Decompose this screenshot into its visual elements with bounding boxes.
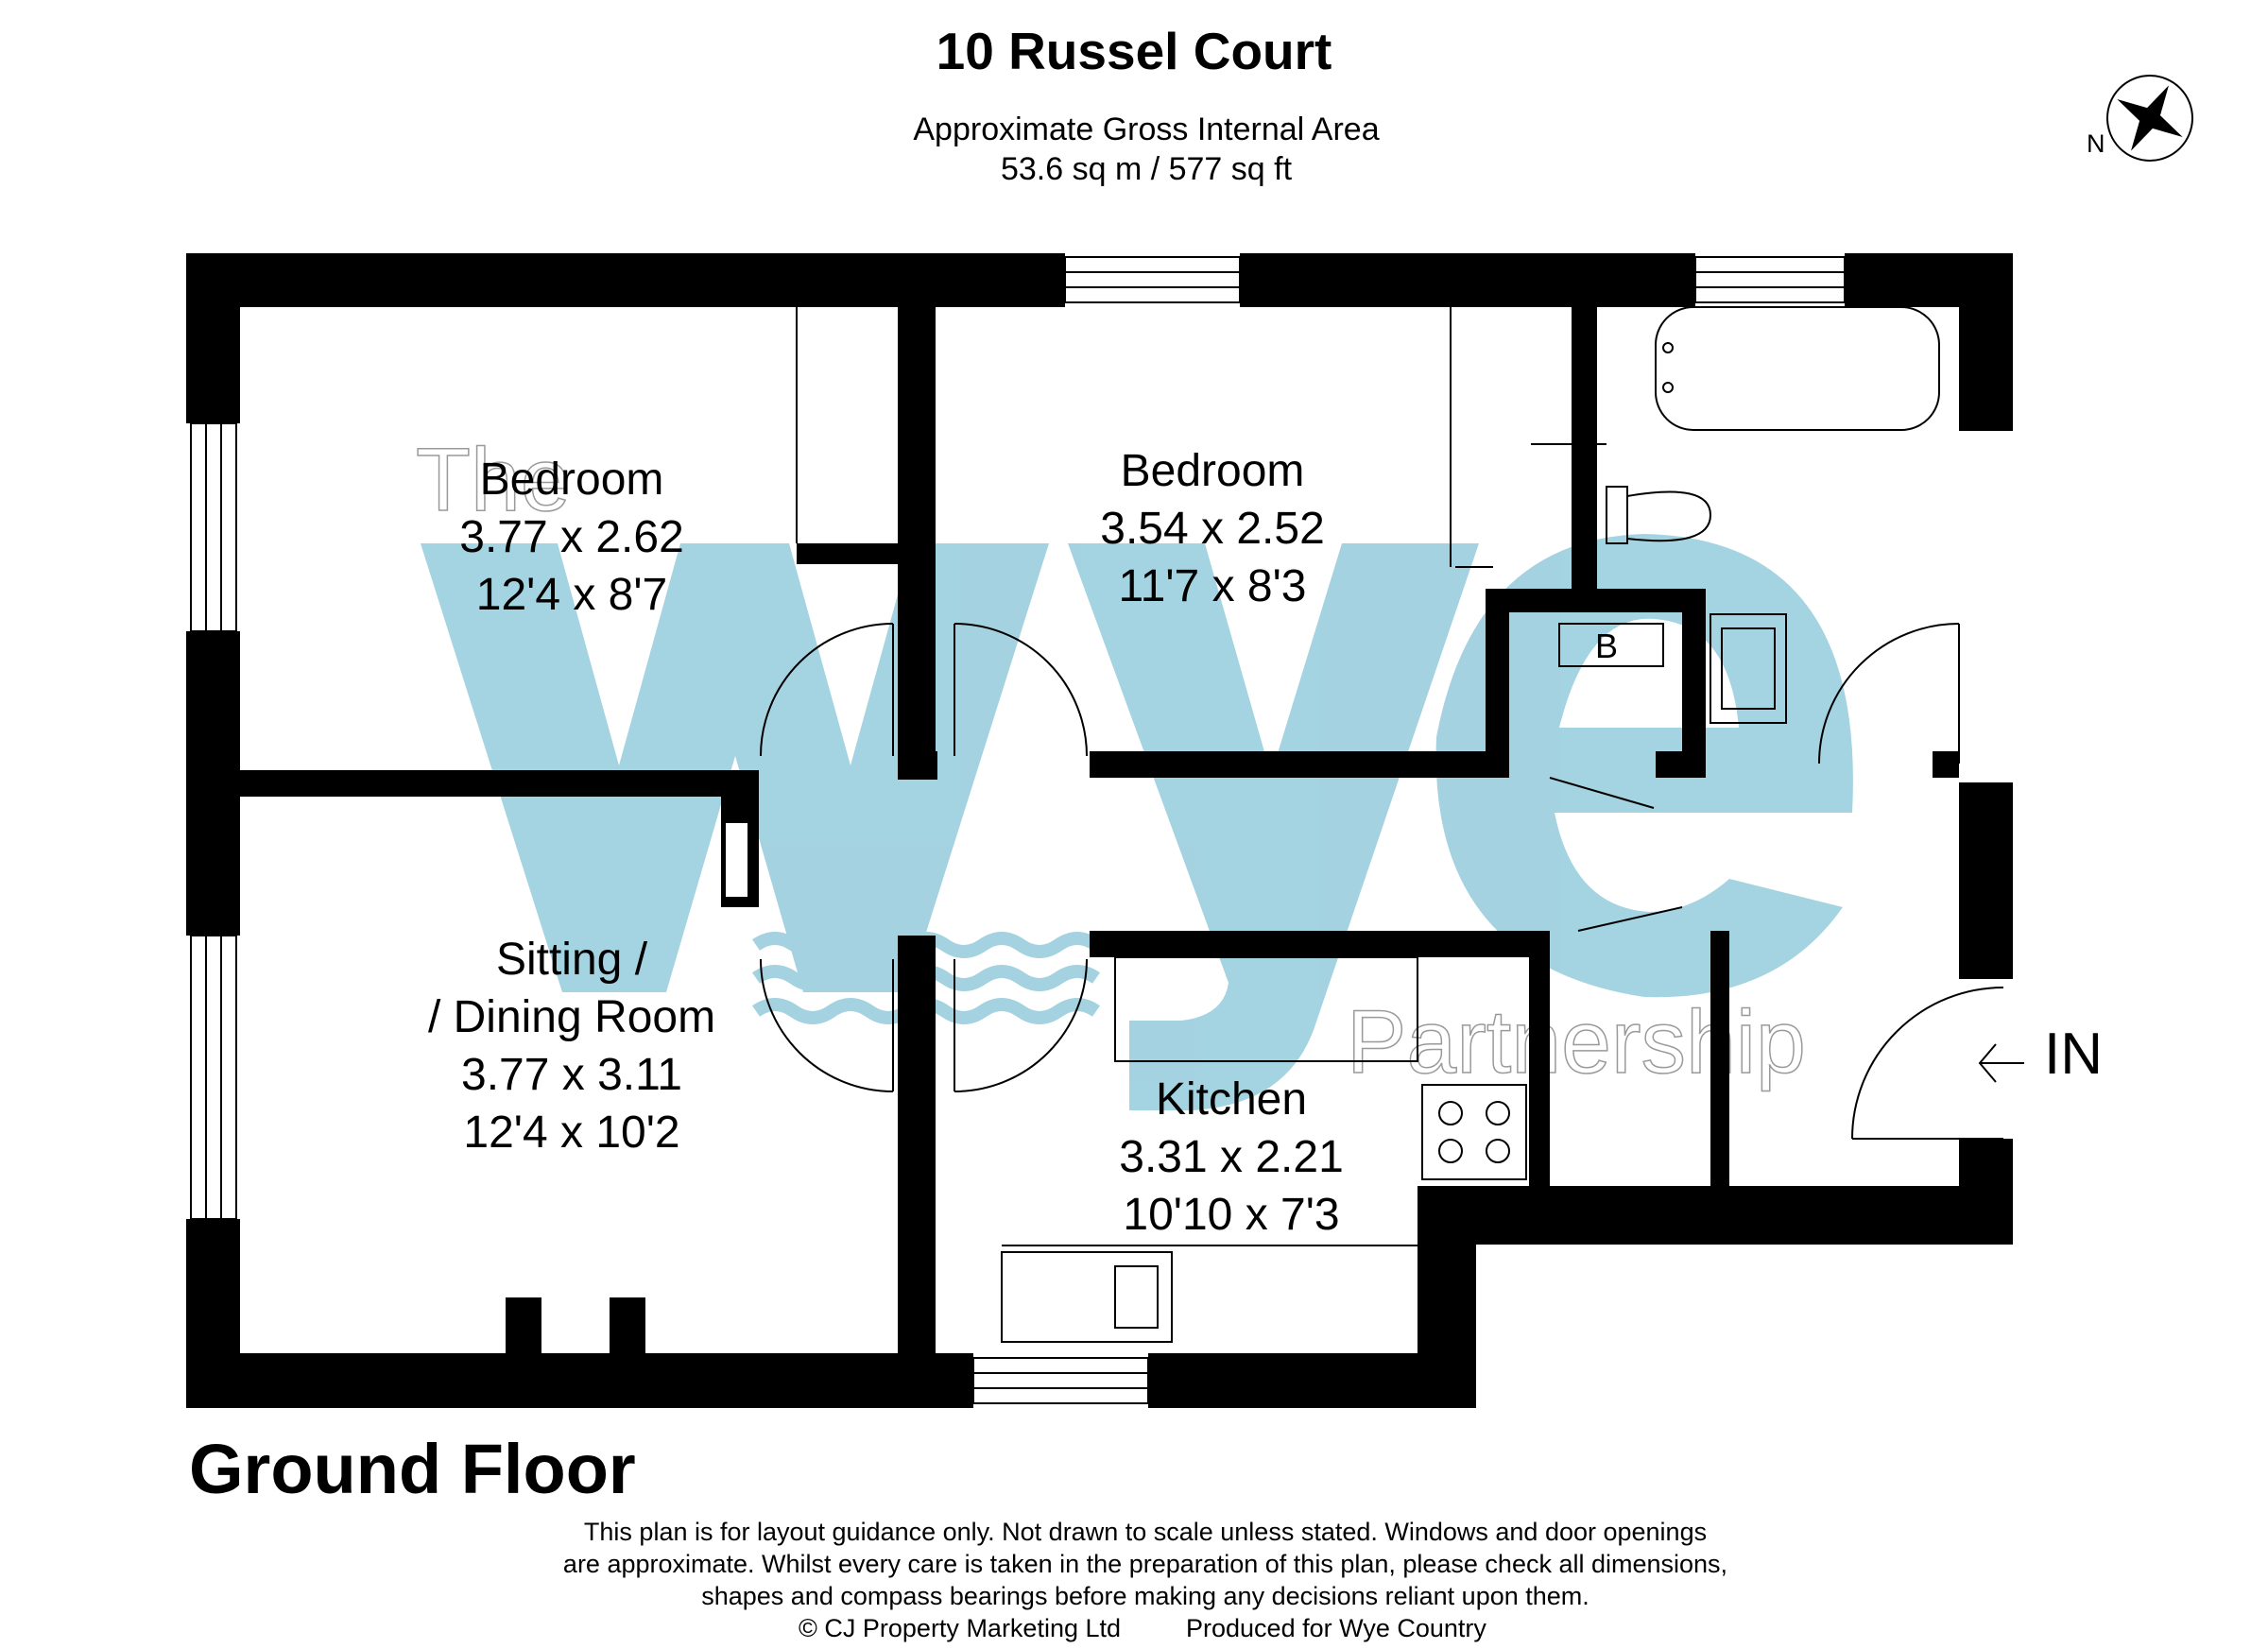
room-name: Bedroom xyxy=(1120,446,1305,496)
room-sitting-dining: Sitting / / Dining Room 3.77 x 3.11 12'4… xyxy=(428,931,715,1161)
room-name: Bedroom xyxy=(479,455,664,505)
room-metric: 3.54 x 2.52 xyxy=(1100,504,1325,554)
room-bedroom-1: Bedroom 3.77 x 2.62 12'4 x 8'7 xyxy=(459,451,684,624)
room-name: Sitting / xyxy=(495,935,648,985)
room-metric: 3.77 x 3.11 xyxy=(461,1050,682,1100)
disclaimer-line: shapes and compass bearings before makin… xyxy=(701,1582,1589,1610)
room-imperial: 11'7 x 8'3 xyxy=(1118,561,1307,611)
room-kitchen: Kitchen 3.31 x 2.21 10'10 x 7'3 xyxy=(1119,1071,1344,1244)
room-metric: 3.77 x 2.62 xyxy=(459,512,684,562)
room-imperial: 12'4 x 10'2 xyxy=(463,1108,680,1158)
credit-produced-for: Produced for Wye Country xyxy=(1186,1614,1486,1642)
credit-copyright: © CJ Property Marketing Ltd xyxy=(799,1614,1122,1642)
windows xyxy=(190,256,1846,1404)
watermark-partnership: Partnership xyxy=(1347,992,1806,1092)
entrance-arrow-icon xyxy=(1978,1043,2024,1083)
compass-north-label: N xyxy=(2087,129,2105,158)
room-metric: 3.31 x 2.21 xyxy=(1119,1132,1344,1182)
compass-rose-icon xyxy=(2106,75,2193,162)
room-imperial: 10'10 x 7'3 xyxy=(1123,1190,1340,1240)
room-imperial: 12'4 x 8'7 xyxy=(475,570,668,620)
boiler-label: B xyxy=(1595,627,1619,665)
page-title: 10 Russel Court xyxy=(936,22,1332,80)
watermark-the: The xyxy=(416,430,571,530)
watermark-logo xyxy=(421,534,1853,1110)
area-heading: Approximate Gross Internal Area xyxy=(913,112,1380,147)
area-value: 53.6 sq m / 577 sq ft xyxy=(1000,151,1293,187)
doors xyxy=(760,623,2004,1140)
entrance-label: IN xyxy=(2044,1022,2103,1087)
walls xyxy=(186,253,2013,1408)
room-name: Kitchen xyxy=(1155,1074,1308,1125)
room-name: / Dining Room xyxy=(427,992,716,1042)
room-bedroom-2: Bedroom 3.54 x 2.52 11'7 x 8'3 xyxy=(1100,442,1325,615)
fixtures xyxy=(796,306,1940,1343)
floor-label: Ground Floor xyxy=(189,1430,636,1508)
disclaimer-line: This plan is for layout guidance only. N… xyxy=(583,1518,1708,1546)
disclaimer-line: are approximate. Whilst every care is ta… xyxy=(562,1550,1728,1578)
